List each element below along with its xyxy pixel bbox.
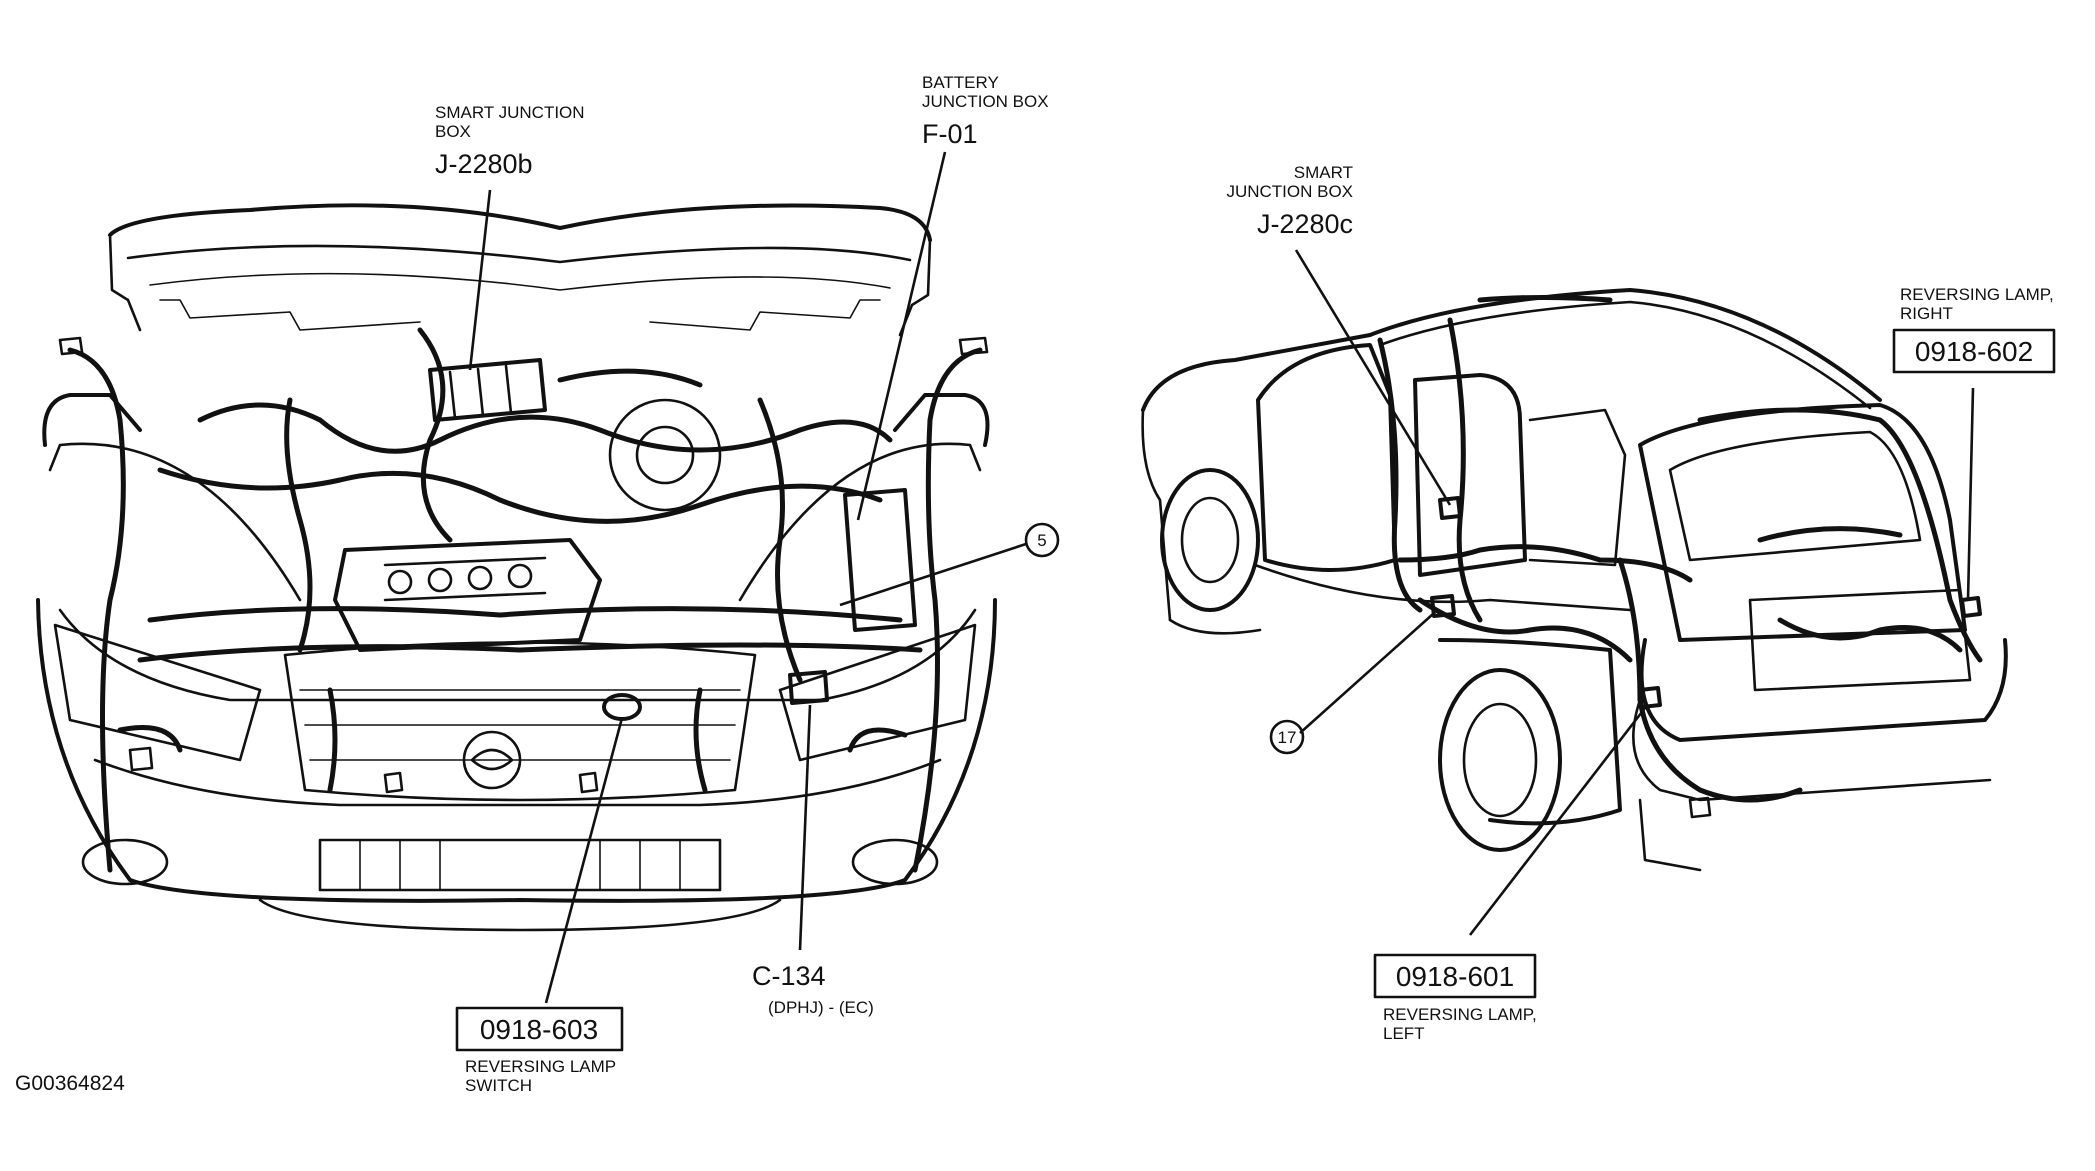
sjb-c-code: J-2280c <box>1257 209 1353 239</box>
bjb-title-2: JUNCTION BOX <box>922 92 1049 111</box>
c134-leader <box>798 704 812 951</box>
rll-leader <box>1468 707 1647 936</box>
callout-5-label: 5 <box>1037 531 1046 550</box>
rlr-box <box>1892 328 2056 374</box>
callout-17-leader <box>1299 613 1434 734</box>
rlr-title-2: RIGHT <box>1900 304 1953 323</box>
rls-box-code: 0918-603 <box>480 1014 598 1045</box>
sjb-b-title-1: SMART JUNCTION <box>435 103 585 122</box>
sjb-b-title-2: BOX <box>435 122 471 141</box>
rll-box-code: 0918-601 <box>1396 961 1514 992</box>
rls-leader <box>544 717 624 1004</box>
rls-title-2: SWITCH <box>465 1076 532 1095</box>
rll-title-2: LEFT <box>1383 1024 1425 1043</box>
rlr-leader <box>1966 387 1975 601</box>
rlr-box-code: 0918-602 <box>1915 336 2033 367</box>
rlr-title-1: REVERSING LAMP, <box>1900 285 2054 304</box>
c134-sub: (DPHJ) - (EC) <box>768 998 874 1017</box>
rls-box <box>455 1006 624 1052</box>
sjb-c-title-1: SMART <box>1294 163 1353 182</box>
bjb-code: F-01 <box>922 119 978 149</box>
engine-bay-illustration <box>36 203 997 932</box>
rear-vehicle-illustration <box>1141 288 2008 872</box>
sjb-b-leader <box>468 189 492 371</box>
rll-title-1: REVERSING LAMP, <box>1383 1005 1537 1024</box>
callout-5-circle <box>1024 522 1060 558</box>
callout-5-leader <box>839 542 1027 607</box>
rll-box <box>1373 953 1537 999</box>
bjb-leader <box>856 151 947 521</box>
callout-17-label: 17 <box>1278 728 1297 747</box>
callout-17-circle <box>1269 719 1305 755</box>
sjb-c-leader <box>1294 249 1452 506</box>
sjb-b-code: J-2280b <box>435 149 533 179</box>
sjb-c-title-2: JUNCTION BOX <box>1226 182 1353 201</box>
bjb-title-1: BATTERY <box>922 73 999 92</box>
reference-code: G00364824 <box>15 1072 125 1095</box>
rls-title-1: REVERSING LAMP <box>465 1057 616 1076</box>
c134-code: C-134 <box>752 961 826 991</box>
